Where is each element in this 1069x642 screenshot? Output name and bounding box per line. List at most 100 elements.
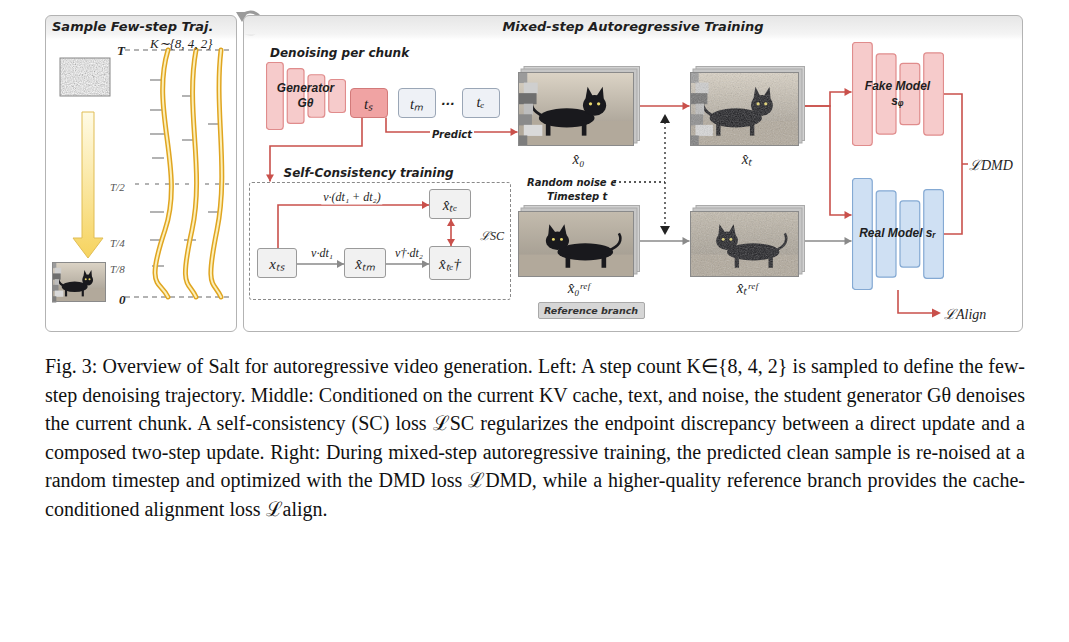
timestep-box: tₑ xyxy=(462,88,500,118)
caption-holder: Fig. 3: Overview of Salt for autoregress… xyxy=(45,352,1025,523)
edge-label-holder: ℒSC xyxy=(478,225,506,244)
edge-label: v·(dt₁ + dt₂) xyxy=(321,190,382,205)
label-holder: ··· xyxy=(441,93,455,112)
g-part xyxy=(518,72,634,146)
rect-part xyxy=(523,82,537,93)
rect-part xyxy=(690,211,798,276)
node-label: xₜₛ xyxy=(269,253,285,273)
rect-part xyxy=(518,72,634,146)
polygon-part xyxy=(585,86,593,99)
annotation-label: ℒDMD xyxy=(969,155,1013,174)
g-part xyxy=(531,86,606,135)
g-part xyxy=(690,72,799,146)
annotation-label: T/8 xyxy=(110,263,125,275)
edge-label-holder: v·dt₁ xyxy=(309,242,335,261)
state-box: x̂ₜₘ xyxy=(344,248,386,278)
circle-part xyxy=(551,237,554,240)
rect-part xyxy=(601,254,606,267)
rect-part xyxy=(523,103,532,114)
rect-part xyxy=(518,93,537,104)
state-box: x̂ₜₑ† xyxy=(429,246,471,280)
frame-illustration xyxy=(518,205,640,277)
label-holder: T/2 xyxy=(110,176,125,195)
branch-tag: Reference branch xyxy=(538,302,645,319)
panel-title: Sample Few-step Traj. xyxy=(46,16,236,37)
rect-part xyxy=(690,72,798,145)
state-box: x̂ₜₑ xyxy=(429,189,471,219)
generator-network: Generator Gθ xyxy=(266,62,346,130)
node-label: x̂ₜₑ† xyxy=(439,253,461,273)
label-holder: T/4 xyxy=(110,232,125,251)
rect-part xyxy=(518,72,527,83)
annotation-label: Random noise ϵ xyxy=(527,177,617,188)
edge-label: ℒSC xyxy=(478,227,506,244)
label-holder: T/8 xyxy=(110,258,125,277)
edge-label: Predict xyxy=(430,129,474,140)
label-holder: ℒDMD xyxy=(969,155,1013,174)
node-label: Reference branch xyxy=(544,305,638,316)
g-part xyxy=(545,224,620,268)
frame-illustration xyxy=(518,66,640,146)
rect-part xyxy=(581,120,586,135)
circle-part xyxy=(560,237,563,240)
rect-part xyxy=(690,211,799,277)
rect-part xyxy=(852,42,872,145)
g-part xyxy=(518,211,634,277)
node-label: x̂ₜ xyxy=(742,148,753,168)
fake-model-network: Fake Model sᵩ xyxy=(852,42,944,146)
annotation-label: T/2 xyxy=(110,181,125,193)
node-label: Real Model sᵣ xyxy=(853,226,942,241)
annotation-label: T xyxy=(117,43,125,59)
video-frames: x̂ₜ xyxy=(690,66,805,168)
rect-part xyxy=(690,72,799,146)
edge-label-holder: v·(dt₁ + dt₂) xyxy=(321,186,382,205)
node-label: x̂ₜₑ xyxy=(443,194,458,214)
edge-label-holder: Predict xyxy=(430,123,474,142)
frame-illustration xyxy=(690,66,805,146)
panel: Sample Few-step Traj. xyxy=(45,15,237,332)
label-holder: Denoising per chunk xyxy=(270,42,409,61)
circle-part xyxy=(596,102,599,105)
label-holder: T xyxy=(117,40,125,59)
group-title: Self-Consistency training xyxy=(284,166,454,180)
state-box: xₜₛ xyxy=(257,248,297,278)
video-frames: x̂ₜʳᵉᶠ xyxy=(690,205,805,297)
panel-title: Mixed-step Autoregressive Training xyxy=(244,16,1022,37)
circle-part xyxy=(588,102,591,105)
polygon-part xyxy=(595,86,603,99)
rect-part xyxy=(518,114,532,125)
rect-part xyxy=(523,124,542,135)
figure-caption: Fig. 3: Overview of Salt for autoregress… xyxy=(45,352,1025,523)
real-model-network: Real Model sᵣ xyxy=(852,178,944,290)
node-label: tₘ xyxy=(410,93,423,113)
frame-illustration xyxy=(690,205,805,277)
rect-part xyxy=(565,254,570,267)
node-label: x̂ₜₘ xyxy=(355,253,375,273)
rect-part xyxy=(923,52,943,134)
video-frames: x̂₀ʳᵉᶠ xyxy=(518,205,640,297)
annotation-label: 0 xyxy=(119,292,126,308)
rect-part xyxy=(900,63,920,124)
rect-part xyxy=(518,72,633,145)
polygon-part xyxy=(548,224,556,236)
panel: Mixed-step Autoregressive TrainingGenera… xyxy=(243,15,1023,332)
edge-label: v·dt₁ xyxy=(309,246,335,261)
node-label: Generator Gθ xyxy=(266,81,346,111)
timestep-box: tₛ xyxy=(350,88,388,118)
rect-part xyxy=(266,62,283,129)
label-holder: K∼{8, 4, 2} xyxy=(150,33,213,52)
label-holder: ℒAlign xyxy=(944,304,986,323)
node-label: x̂ₜʳᵉᶠ xyxy=(737,277,758,297)
annotation-label: K∼{8, 4, 2} xyxy=(150,36,213,52)
node-label: tₑ xyxy=(476,94,484,111)
rect-part xyxy=(876,53,896,133)
annotation-label: Timestep t xyxy=(547,191,607,202)
annotation-label: Denoising per chunk xyxy=(270,46,409,60)
label-holder: 0 xyxy=(119,289,126,308)
annotation-label: T/4 xyxy=(110,237,125,249)
node-label: x̂₀ xyxy=(573,151,585,168)
rect-part xyxy=(690,211,799,277)
node-label: x̂₀ʳᵉᶠ xyxy=(568,280,590,297)
annotation-label: ··· xyxy=(441,97,455,111)
